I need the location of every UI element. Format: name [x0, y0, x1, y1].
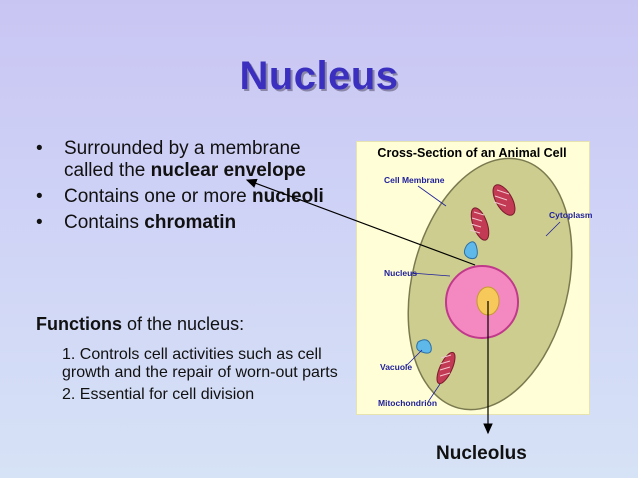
- bullet-dot-icon: •: [36, 186, 43, 207]
- mitochondrion-shape: [469, 207, 490, 241]
- label-cytoplasm: Cytoplasm: [549, 210, 593, 220]
- function-item: 2. Essential for cell division: [62, 386, 255, 403]
- label-cell-membrane: Cell Membrane: [384, 175, 445, 185]
- bullet-text: Surrounded by a membrane called the: [64, 138, 301, 181]
- slide-title: Nucleus: [239, 54, 399, 98]
- nuclear-envelope-arrow: [245, 178, 476, 266]
- functions-text: of the nucleus:: [122, 314, 245, 334]
- function-item: 1. Controls cell activities such as cell…: [62, 346, 338, 381]
- functions-list: 1. Controls cell activities such as cell…: [62, 346, 342, 408]
- bullet-bold-term: chromatin: [144, 212, 237, 233]
- bullet-text: Contains: [64, 212, 145, 233]
- vacuole-shape: [416, 339, 432, 354]
- bullet-text: Contains one or more: [64, 186, 252, 207]
- label-mitochondrion: Mitochondrion: [378, 398, 437, 408]
- bullet-list: • Surrounded by a membrane called the nu…: [36, 138, 346, 238]
- functions-heading: Functions of the nucleus:: [36, 314, 244, 335]
- bullet-dot-icon: •: [36, 212, 43, 233]
- label-nucleus: Nucleus: [384, 268, 417, 278]
- bullet-dot-icon: •: [36, 138, 43, 159]
- vacuole-shape: [463, 241, 478, 260]
- label-vacuole: Vacuole: [380, 362, 412, 372]
- mitochondrion-shape: [436, 351, 456, 385]
- diagram-title: Cross-Section of an Animal Cell: [377, 146, 566, 160]
- mitochondrion-shape: [492, 184, 516, 216]
- bullet-item: • Contains chromatin: [36, 212, 346, 234]
- nucleolus-caption: Nucleolus: [436, 443, 527, 464]
- bullet-item: • Surrounded by a membrane called the nu…: [36, 138, 346, 182]
- functions-label: Functions: [36, 314, 122, 334]
- bullet-bold-term: nuclear envelope: [150, 160, 306, 181]
